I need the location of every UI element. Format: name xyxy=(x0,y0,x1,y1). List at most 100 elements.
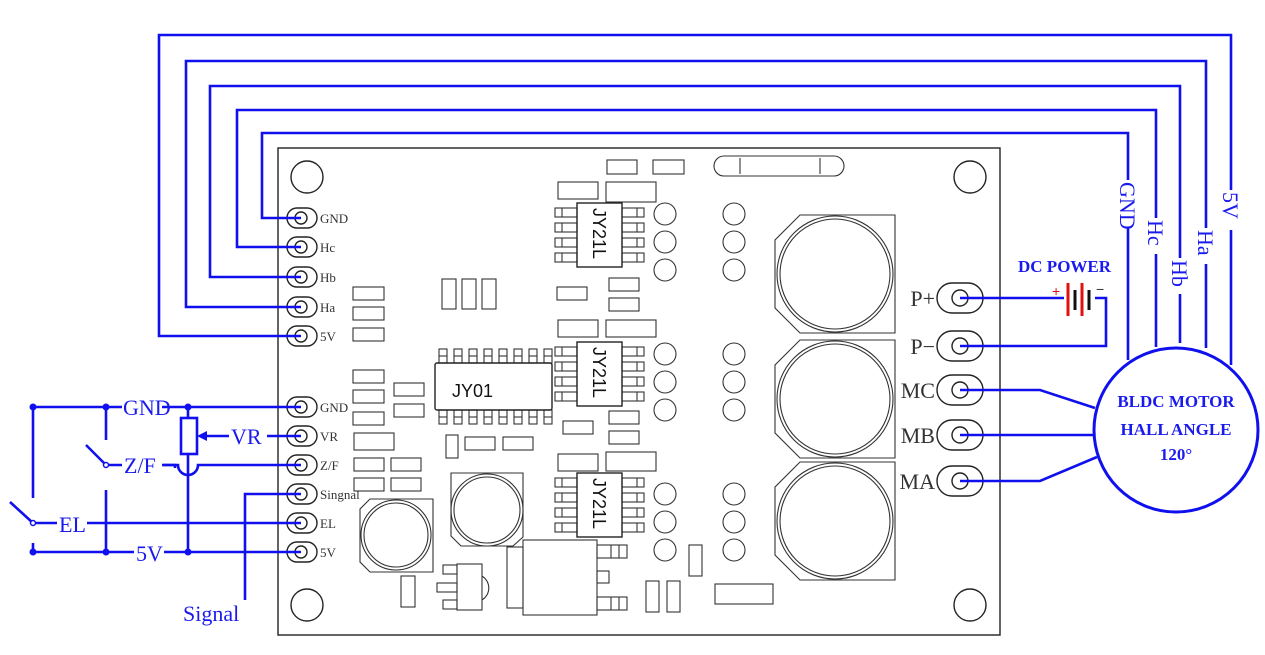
via xyxy=(653,202,677,226)
via xyxy=(722,482,746,506)
smd-part xyxy=(608,277,640,292)
wire-5v-hall xyxy=(157,33,1233,365)
motor-label-line3: 120° xyxy=(1160,445,1192,464)
smd-part xyxy=(390,457,422,472)
via xyxy=(653,370,677,394)
smd-part xyxy=(441,278,457,310)
ctrl-gnd-label: GND xyxy=(123,395,171,420)
electrolytic-capacitor xyxy=(774,214,896,334)
via xyxy=(653,258,677,282)
ctrl-zf-label: Z/F xyxy=(124,453,156,478)
via xyxy=(722,510,746,534)
via xyxy=(722,370,746,394)
via xyxy=(722,202,746,226)
smd-part xyxy=(353,457,385,472)
smd-part xyxy=(714,583,774,605)
pin-label-hc: Hc xyxy=(320,240,335,255)
driver-chip: JY21L xyxy=(554,202,645,268)
wire-p-minus xyxy=(960,296,1108,348)
smd-part xyxy=(353,477,385,492)
driver-chip: JY21L xyxy=(554,341,645,407)
pin-label-hb: Hb xyxy=(320,270,336,285)
ctrl-signal-label: Signal xyxy=(183,601,239,626)
smd-part xyxy=(557,319,599,338)
via xyxy=(653,398,677,422)
electrolytic-capacitor xyxy=(774,339,896,459)
pin-label-el: EL xyxy=(320,516,336,531)
smd-part xyxy=(688,544,703,577)
smd-part xyxy=(461,278,477,310)
motor-label-line2: HALL ANGLE xyxy=(1120,420,1231,439)
wire-hb xyxy=(208,84,1182,343)
battery-plus-label: + xyxy=(1052,283,1060,299)
wire-signal xyxy=(243,492,301,600)
motor-phase-wires xyxy=(960,388,1098,483)
pin-label-gnd_ctrl: GND xyxy=(320,400,348,415)
inductor xyxy=(450,472,524,547)
ctrl-el-label: EL xyxy=(59,512,86,537)
pin-label-mb: MB xyxy=(901,423,935,448)
power-wires: + − DC POWER xyxy=(960,257,1112,348)
motor-label-line1: BLDC MOTOR xyxy=(1117,392,1235,411)
smd-part xyxy=(481,278,497,310)
potentiometer-icon[interactable] xyxy=(179,416,199,456)
smd-part xyxy=(562,420,594,435)
bldc-motor: BLDC MOTOR HALL ANGLE 120° xyxy=(1092,346,1260,514)
wire-mc xyxy=(960,388,1096,410)
el-switch-lever[interactable] xyxy=(9,501,34,524)
hall-5v-label: 5V xyxy=(1218,192,1243,219)
smd-part xyxy=(605,319,657,338)
driver-chip-label: JY21L xyxy=(589,478,609,529)
smd-part xyxy=(645,580,660,613)
smd-part xyxy=(605,451,657,472)
transistor xyxy=(436,563,490,611)
hall-hc-label: Hc xyxy=(1143,220,1168,246)
wire-zf xyxy=(163,463,301,477)
mounting-hole-bottom-right xyxy=(953,588,987,622)
smd-part xyxy=(606,159,638,175)
smd-part xyxy=(393,403,425,418)
wire-gnd-hall xyxy=(260,131,1130,360)
pin-label-signal: Singnal xyxy=(320,487,360,502)
smd-part xyxy=(605,181,657,203)
smd-part xyxy=(557,181,599,200)
ctrl-vr-label: VR xyxy=(231,424,262,449)
controller-chip: JY01 xyxy=(434,348,553,425)
inductor xyxy=(359,498,434,573)
ctrl-5v-label: 5V xyxy=(136,541,163,566)
via xyxy=(653,342,677,366)
hall-hb-label: Hb xyxy=(1167,260,1192,287)
via xyxy=(722,258,746,282)
smd-part xyxy=(352,306,385,321)
wire-ha xyxy=(184,59,1208,348)
pin-label-ma: MA xyxy=(900,469,936,494)
pin-label-mc: MC xyxy=(901,378,935,403)
zf-switch-lever[interactable] xyxy=(85,444,107,466)
wire-ma xyxy=(960,455,1098,483)
pin-label-5v_ctrl: 5V xyxy=(320,545,337,560)
smd-part xyxy=(608,297,640,312)
smd-part xyxy=(557,453,599,472)
smd-part xyxy=(652,159,685,175)
smd-part xyxy=(352,369,385,384)
driver-chip: JY21L xyxy=(554,472,645,538)
controller-chip-label: JY01 xyxy=(452,381,493,401)
smd-part xyxy=(352,411,385,426)
mounting-hole-bottom-left xyxy=(290,588,324,622)
smd-part xyxy=(608,410,640,425)
smd-part xyxy=(353,432,395,451)
battery-icon xyxy=(1066,283,1091,316)
wire-hc xyxy=(235,108,1158,347)
via xyxy=(722,538,746,562)
via xyxy=(653,230,677,254)
smd-part xyxy=(608,430,640,445)
hall-gnd-label: GND xyxy=(1115,182,1140,230)
pin-label-ha: Ha xyxy=(320,300,335,315)
via xyxy=(653,510,677,534)
board-outline xyxy=(277,147,1001,636)
control-wires: GND VR Z/F EL 5V Signal xyxy=(9,395,301,626)
driver-chip-label: JY21L xyxy=(589,208,609,259)
smd-part xyxy=(556,286,588,301)
via xyxy=(722,398,746,422)
controller-chip-body xyxy=(434,362,553,411)
